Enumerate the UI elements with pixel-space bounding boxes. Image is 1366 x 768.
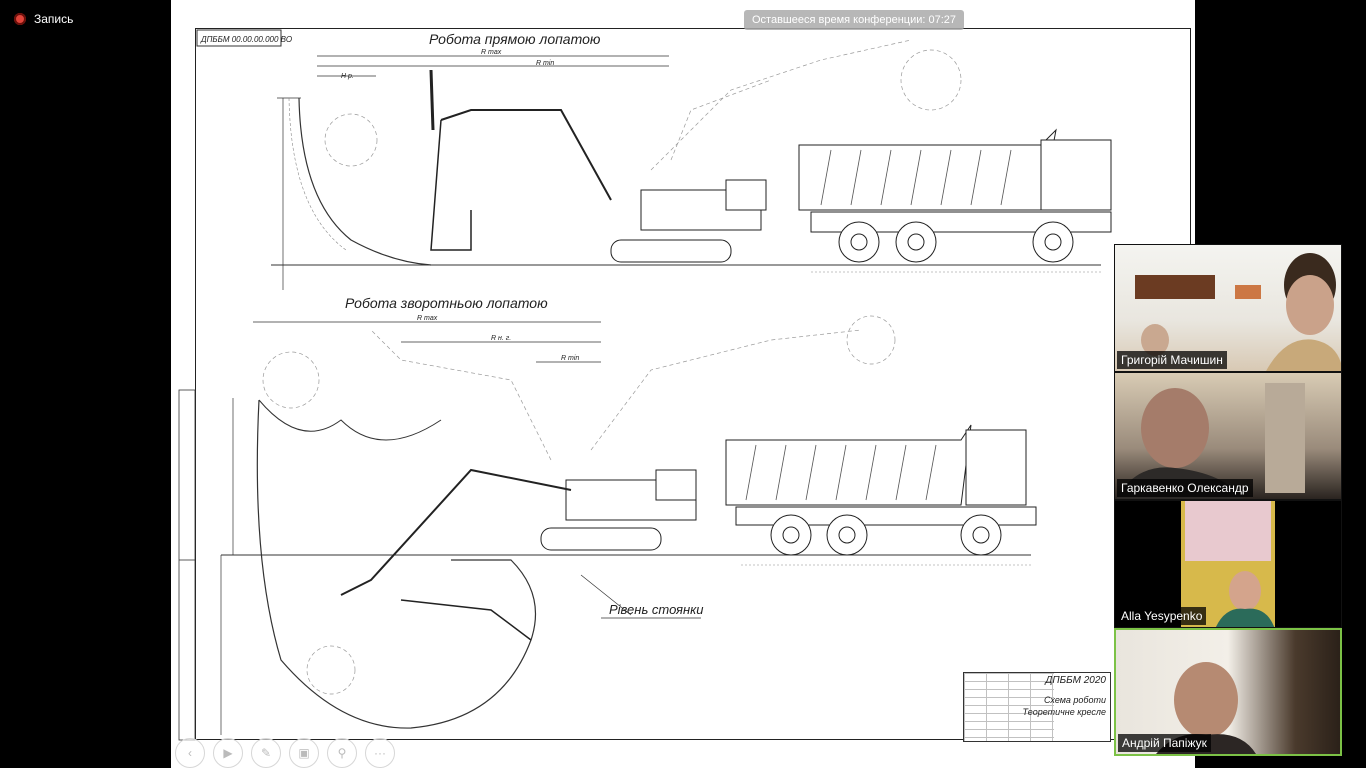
participant-video: [1116, 383, 1305, 499]
title-block-code: ДПББМ 2020: [1045, 675, 1106, 686]
dim-front-rmin: R min: [536, 60, 554, 67]
participant-tile[interactable]: Alla Yesypenko: [1114, 500, 1342, 628]
recording-label: Запись: [34, 12, 74, 26]
participant-name: Григорій Мачишин: [1117, 351, 1227, 369]
title-block-line2: Теоретичне кресле: [1022, 707, 1106, 717]
presentation-nav: ‹ ▶ ✎ ▣ ⚲ ···: [175, 738, 395, 768]
dim-back-rmin: R min: [561, 355, 579, 362]
title-block: ДПББМ 2020 Схема роботи Теоретичне кресл…: [963, 672, 1111, 742]
participant-video: [1135, 253, 1341, 371]
title-front-shovel: Робота прямою лопатою: [429, 31, 601, 47]
zoom-button[interactable]: ⚲: [327, 738, 357, 768]
title-block-grid: [964, 673, 1054, 741]
participant-tile[interactable]: Гаркавенко Олександр: [1114, 372, 1342, 500]
prev-slide-button[interactable]: ‹: [175, 738, 205, 768]
pen-tool-button[interactable]: ✎: [251, 738, 281, 768]
recording-indicator: Запись: [14, 12, 73, 26]
play-button[interactable]: ▶: [213, 738, 243, 768]
participant-panel: Григорій Мачишин Гаркавенко Олександр Al…: [1114, 244, 1342, 756]
ground-level-label: Рівень стоянки: [609, 602, 704, 617]
participant-name: Андрій Папіжук: [1118, 734, 1211, 752]
drawing-code: ДПББМ 00.00.00.000 ВО: [200, 35, 292, 44]
conference-timer: Оставшееся время конференции: 07:27: [744, 10, 964, 30]
dim-back-rmax: R max: [417, 315, 438, 322]
dim-back-rng: R н. г.: [491, 335, 511, 342]
title-back-shovel: Робота зворотньою лопатою: [345, 295, 548, 311]
participant-name: Alla Yesypenko: [1117, 607, 1207, 625]
dim-front-rmax: R max: [481, 49, 502, 56]
participant-tile-active[interactable]: Андрій Папіжук: [1114, 628, 1342, 756]
participant-tile[interactable]: Григорій Мачишин: [1114, 244, 1342, 372]
more-options-button[interactable]: ···: [365, 738, 395, 768]
shared-screen: ДПББМ 00.00.00.000 ВО Робота прямою лопа…: [171, 0, 1195, 768]
participant-name: Гаркавенко Олександр: [1117, 479, 1253, 497]
record-dot-icon: [14, 13, 26, 25]
participant-video: [1181, 501, 1275, 627]
excavator-drawing: ДПББМ 00.00.00.000 ВО Робота прямою лопа…: [178, 29, 1112, 741]
title-block-line1: Схема роботи: [1043, 695, 1106, 705]
slides-view-button[interactable]: ▣: [289, 738, 319, 768]
dim-front-hp: H р.: [341, 73, 354, 80]
